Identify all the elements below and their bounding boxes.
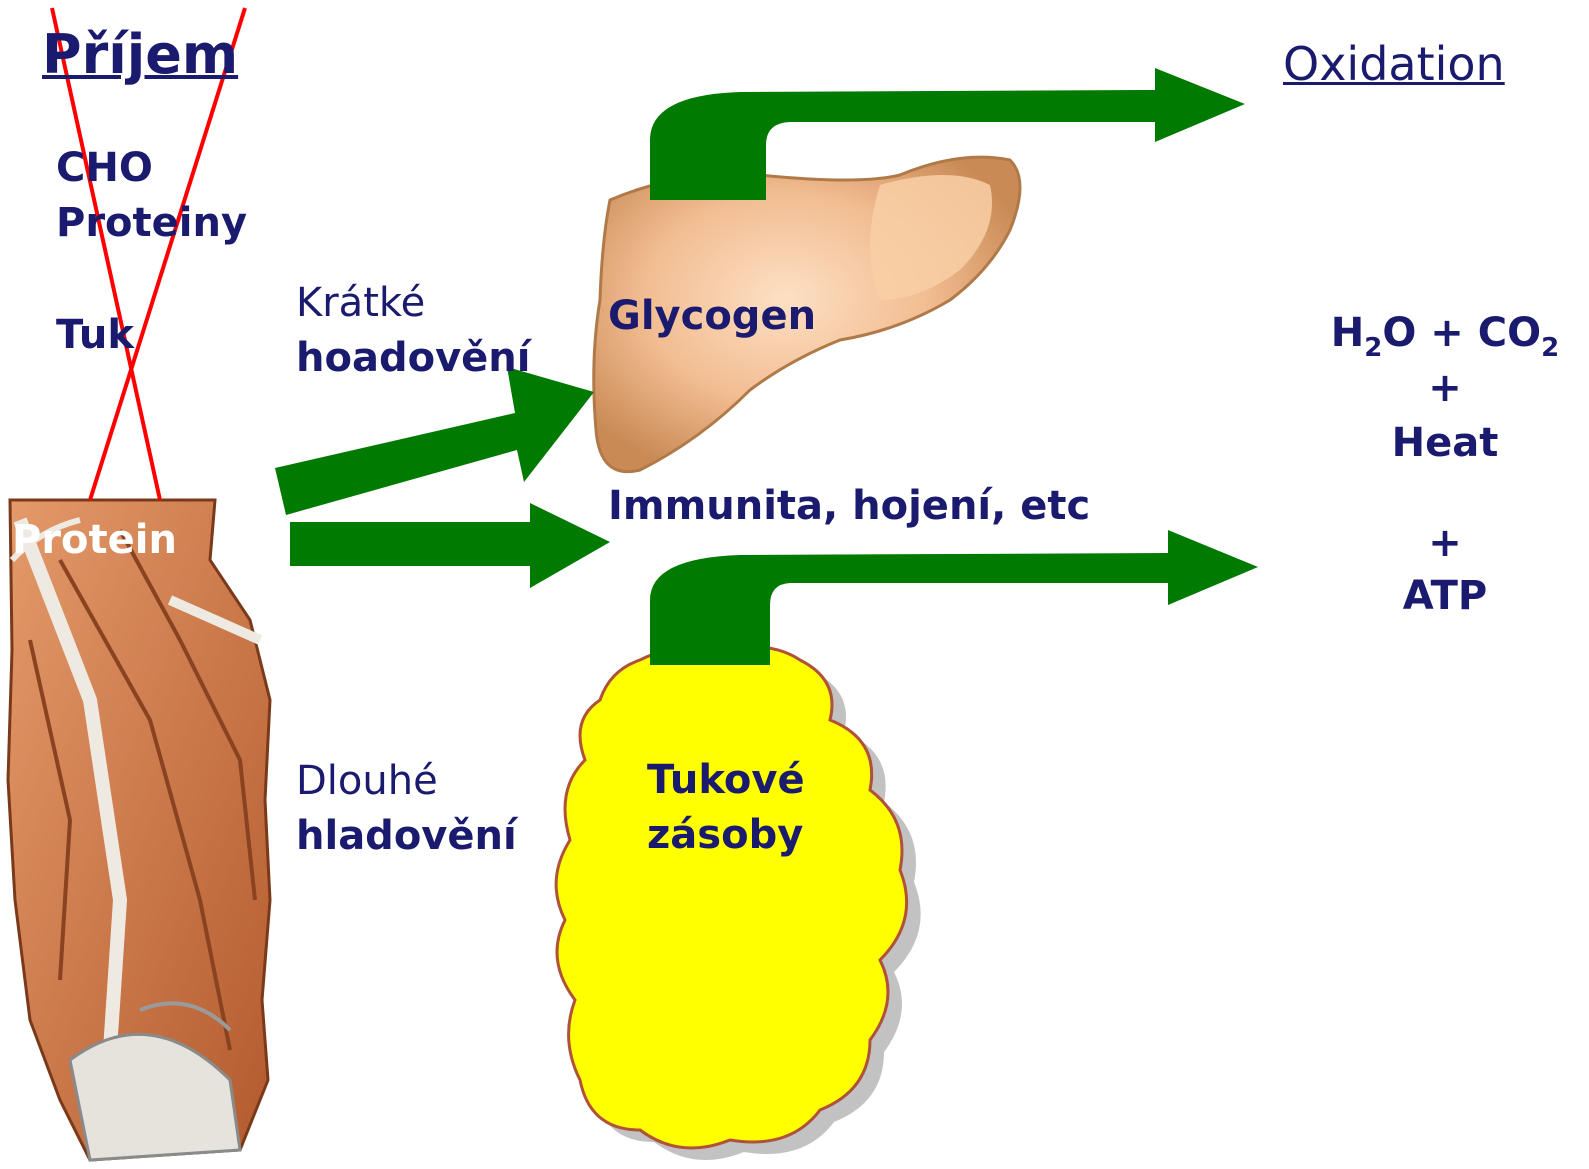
fat-stores-cloud — [556, 647, 921, 1160]
intake-item-fat: Tuk — [56, 312, 134, 358]
water-rest: O + CO — [1382, 310, 1541, 356]
products-water-co2: H2O + CO2 — [1320, 310, 1570, 363]
intake-title: Příjem — [42, 24, 238, 86]
immunity-label: Immunita, hojení, etc — [608, 483, 1090, 529]
arrow-to-glycogen — [275, 367, 594, 515]
co2-sub: 2 — [1541, 333, 1559, 363]
products-atp: ATP — [1320, 573, 1570, 619]
arrow-fat-oxidation — [650, 530, 1258, 665]
products-plus-1: + — [1320, 365, 1570, 411]
short-fast-line2: hoadovění — [296, 335, 530, 381]
protein-label: Protein — [12, 517, 177, 563]
short-fast-line1: Krátké — [296, 280, 425, 326]
long-fast-line1: Dlouhé — [296, 758, 438, 804]
glycogen-label: Glycogen — [608, 293, 816, 339]
fat-stores-line1: Tukové — [647, 757, 805, 803]
arrow-to-immunity — [290, 503, 610, 588]
products-plus-2: + — [1320, 520, 1570, 566]
water-h: H — [1331, 310, 1364, 356]
intake-item-cho: CHO — [56, 145, 153, 191]
water-sub: 2 — [1364, 333, 1382, 363]
long-fast-line2: hladovění — [296, 813, 517, 859]
products-heat: Heat — [1320, 420, 1570, 466]
fat-stores-line2: zásoby — [647, 812, 803, 858]
oxidation-title: Oxidation — [1283, 38, 1505, 91]
muscle-leg-illustration — [8, 500, 270, 1160]
intake-item-proteins: Proteiny — [56, 200, 247, 246]
